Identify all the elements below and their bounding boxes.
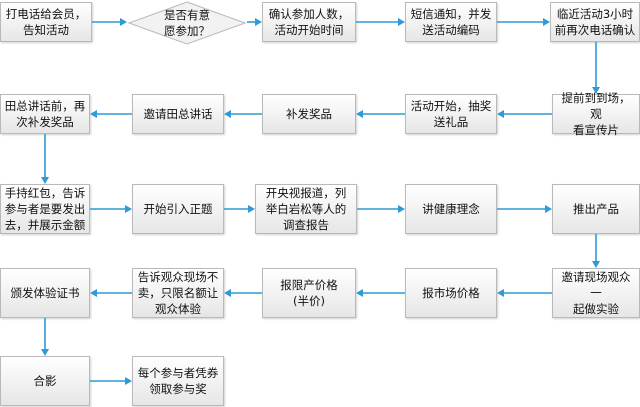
flow-arrow-18 [224, 289, 262, 297]
flow-arrow-13 [357, 205, 405, 213]
step-health-concept: 讲健康理念 [405, 184, 497, 234]
step-call-members: 打电话给会员， 告知活动 [0, 2, 92, 42]
flow-arrow-19 [90, 289, 132, 297]
step-limited-price: 报限产价格 (半价) [262, 268, 356, 318]
flow-arrow-7 [356, 110, 405, 118]
step-cctv-report: 开央视报道，列 举白岩松等人的 调查报告 [255, 184, 357, 234]
step-confirm-count: 确认参加人数， 活动开始时间 [262, 2, 356, 42]
step-watch-video: 提前到到场，观 看宣传片 [552, 91, 640, 137]
step-participation-award: 每个参与者凭券 领取参与奖 [132, 356, 224, 406]
step-red-envelope: 手持红包，告诉 参与者是要发出 去，并展示金额 [0, 184, 90, 234]
flow-arrow-8 [224, 110, 262, 118]
step-lottery: 活动开始，抽奖 送礼品 [405, 94, 497, 134]
decision-diamond [127, 1, 247, 45]
step-prize-before-speech: 田总讲话前，再 次补发奖品 [0, 94, 90, 134]
flow-arrow-15 [592, 234, 600, 268]
step-invite-tian: 邀请田总讲话 [132, 94, 224, 134]
step-launch-product: 推出产品 [552, 184, 640, 234]
flow-arrow-17 [356, 289, 405, 297]
flow-arrow-3 [356, 18, 405, 26]
step-main-topic: 开始引入正题 [132, 184, 224, 234]
flow-arrow-1 [92, 18, 127, 26]
step-reissue-prize: 补发奖品 [262, 94, 356, 134]
flow-arrow-14 [497, 205, 552, 213]
flow-arrow-5 [592, 42, 600, 94]
flow-arrow-10 [41, 134, 49, 184]
step-not-for-sale: 告诉观众现场不 卖，只限名额让 观众体验 [132, 268, 224, 318]
flow-arrow-11 [90, 205, 132, 213]
step-sms-notify: 短信通知，并发 送活动编码 [405, 2, 497, 42]
decision-text: 是否有意 愿参加？ [164, 8, 210, 38]
flow-arrow-6 [497, 110, 552, 118]
flow-arrow-4 [497, 18, 550, 26]
flow-arrow-2 [247, 18, 262, 26]
flow-arrow-12 [224, 205, 255, 213]
flow-arrow-20 [41, 318, 49, 356]
step-reconfirm-call: 临近活动3小时 前再次电话确认 [550, 2, 640, 42]
flow-arrow-16 [497, 289, 552, 297]
step-group-photo: 合影 [0, 356, 90, 406]
flow-arrow-9 [90, 110, 132, 118]
step-market-price: 报市场价格 [405, 268, 497, 318]
flow-arrow-21 [90, 377, 132, 385]
step-experiment: 邀请现场观众一 起做实验 [552, 268, 640, 318]
step-certificate: 颁发体验证书 [0, 268, 90, 318]
